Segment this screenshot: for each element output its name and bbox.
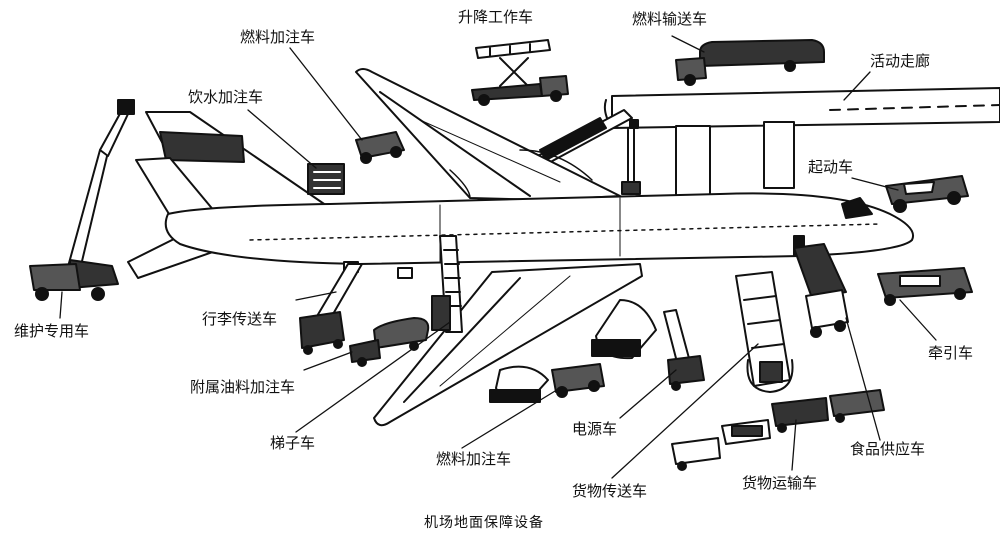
label-starter-vehicle: 起动车 <box>808 158 854 176</box>
additive-fuel-truck-drawing <box>349 317 430 367</box>
label-lift-work-truck: 升降工作车 <box>458 8 534 26</box>
label-stairs-car: 梯子车 <box>270 434 316 452</box>
fuel-transport-truck-drawing <box>675 39 825 86</box>
label-fuel-transport-truck: 燃料输送车 <box>632 10 708 28</box>
baggage-conveyor-drawing <box>299 263 363 355</box>
label-fuel-truck-bottom: 燃料加注车 <box>436 450 512 468</box>
label-cargo-transport: 货物运输车 <box>742 474 818 492</box>
label-tow-tractor: 牵引车 <box>928 344 974 362</box>
maintenance-vehicle-drawing <box>29 99 135 301</box>
lower-wing-drawing <box>343 261 657 427</box>
label-catering-truck: 食品供应车 <box>850 440 926 458</box>
label-water-truck: 饮水加注车 <box>188 88 264 106</box>
power-vehicle-drawing <box>663 309 705 391</box>
lift-truck-drawing <box>471 39 569 106</box>
label-jetway: 活动走廊 <box>870 52 931 70</box>
label-power-vehicle: 电源车 <box>572 420 618 438</box>
cargo-conveyor-drawing <box>735 271 794 393</box>
fuel-truck-bottom-drawing <box>551 363 605 398</box>
label-fuel-car-top: 燃料加注车 <box>240 28 316 46</box>
label-additive-fuel-truck: 附属油料加注车 <box>190 378 296 396</box>
fuel-car-top-drawing <box>355 131 405 164</box>
starter-vehicle-drawing <box>885 175 969 213</box>
figure-caption: 机场地面保障设备 <box>424 515 544 531</box>
stairs-car-drawing <box>431 235 463 333</box>
label-baggage-conveyor: 行李传送车 <box>202 310 278 328</box>
catering-truck-drawing <box>793 243 849 338</box>
cargo-transport-train-drawing <box>671 389 885 471</box>
fuselage-drawing <box>164 192 914 265</box>
label-maintenance-vehicle: 维护专用车 <box>14 322 90 340</box>
label-cargo-conveyor: 货物传送车 <box>572 482 648 500</box>
leader-lines <box>59 35 937 479</box>
water-truck-drawing <box>307 163 345 195</box>
tow-tractor-drawing <box>877 267 973 306</box>
